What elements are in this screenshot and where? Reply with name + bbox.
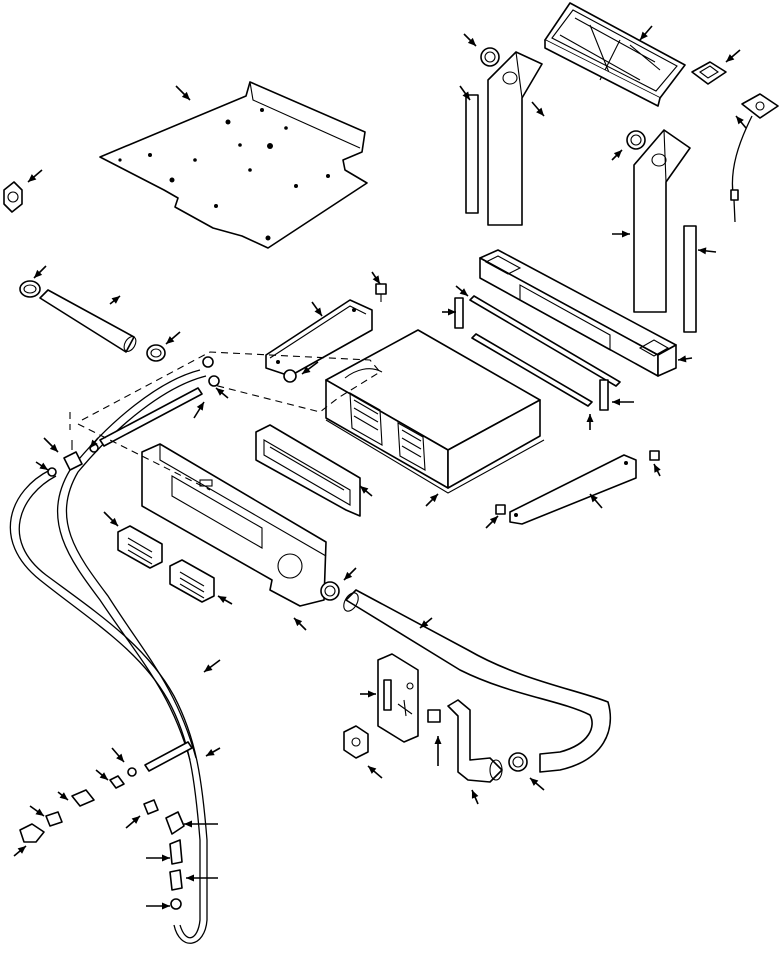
callout-arrow: [611, 149, 623, 161]
drain-tube-short: [144, 741, 193, 772]
routing-dashed-lines: [69, 351, 381, 491]
bracket-screw: [283, 369, 297, 383]
callout-arrow: [35, 461, 49, 471]
right-bracket-screw: [495, 450, 660, 515]
sensor-clip: [691, 61, 727, 85]
callout-arrow: [103, 511, 119, 527]
callout-arrow: [33, 265, 47, 279]
grille-left: [117, 525, 163, 569]
left-duct-seal-strip: [465, 94, 479, 214]
callout-arrow: [27, 169, 43, 183]
callout-arrow: [343, 567, 357, 581]
small-grommet-block: [427, 709, 441, 723]
callout-arrow: [529, 777, 545, 791]
right-duct-grommet: [626, 130, 646, 150]
callout-arrow: [442, 308, 456, 316]
upper-nut: [202, 356, 220, 387]
main-flex-duct: [343, 589, 612, 773]
switch-plate: [3, 181, 23, 213]
hose-clamp-outlet: [508, 752, 528, 772]
callout-arrow: [677, 355, 693, 363]
callout-arrow: [186, 874, 218, 882]
callout-arrow: [419, 617, 433, 629]
callout-arrow: [471, 789, 479, 805]
hose-clamp-duct: [320, 581, 340, 601]
callout-arrow: [589, 493, 603, 509]
callout-arrow: [293, 617, 307, 631]
drain-tube-mid: [99, 387, 203, 447]
callout-arrow: [463, 33, 477, 47]
callout-arrow: [612, 398, 634, 406]
callout-arrow: [146, 854, 170, 862]
callout-arrow: [434, 736, 442, 766]
drain-tube-second: [56, 369, 207, 761]
callout-arrow: [360, 690, 376, 698]
control-box: [325, 329, 545, 494]
plenum-end-seal: [454, 297, 609, 411]
callout-arrow: [653, 463, 661, 477]
fitting-stack: [19, 767, 185, 910]
tee-fitting-left: [47, 440, 99, 477]
callout-arrow: [165, 331, 181, 345]
left-vertical-duct: [487, 51, 543, 226]
callout-arrow: [43, 437, 59, 453]
air-filter: [544, 2, 686, 107]
plenum-gasket-long: [469, 295, 621, 407]
callout-arrow: [531, 101, 545, 117]
left-duct-grommet: [480, 47, 500, 67]
callout-arrow: [109, 295, 121, 305]
base-mounting-plate: [99, 81, 368, 249]
callout-arrow: [639, 25, 653, 41]
front-bezel: [255, 424, 361, 517]
callout-arrow: [485, 515, 499, 529]
callout-arrow: [215, 387, 229, 399]
hose-clamp-mid: [146, 344, 166, 362]
callout-arrow: [125, 815, 141, 829]
callout-arrow: [29, 805, 45, 817]
grille-right: [169, 559, 215, 603]
callout-arrow: [184, 820, 218, 828]
lower-support-bracket: [509, 454, 637, 525]
callout-arrow: [205, 747, 221, 757]
callout-arrows: [13, 25, 747, 910]
callout-arrow: [95, 769, 109, 781]
right-duct-seal-strip: [683, 225, 697, 333]
front-mounting-panel: [141, 443, 327, 607]
callout-arrow: [586, 414, 594, 430]
callout-arrow: [697, 247, 717, 255]
temperature-sensor: [730, 93, 779, 223]
callout-arrow: [89, 437, 99, 449]
right-vertical-duct: [633, 129, 691, 313]
hose-clamp-left: [19, 280, 41, 298]
callout-arrow: [359, 485, 373, 497]
control-plate: [377, 653, 419, 743]
callout-arrow: [193, 401, 205, 419]
callout-arrow: [612, 230, 630, 238]
callout-arrow: [57, 791, 69, 801]
upper-screw: [375, 283, 387, 302]
callout-arrow: [367, 765, 383, 779]
callout-arrow: [735, 115, 747, 129]
callout-arrow: [13, 845, 27, 857]
callout-arrow: [459, 85, 471, 101]
air-plenum: [479, 249, 677, 377]
callout-arrow: [146, 902, 170, 910]
short-duct-tube: [39, 289, 137, 353]
callout-arrow: [371, 271, 381, 285]
lower-switch-plate: [343, 725, 369, 759]
callout-arrow: [217, 595, 233, 605]
callout-arrow: [425, 493, 439, 507]
outlet-elbow: [447, 699, 503, 783]
callout-arrow: [111, 747, 125, 763]
upper-support-bracket: [265, 299, 373, 377]
callout-arrow: [301, 361, 319, 375]
callout-arrow: [455, 285, 469, 297]
callout-arrow: [311, 301, 323, 317]
callout-arrow: [175, 85, 191, 101]
callout-arrow: [203, 659, 221, 673]
callout-arrow: [725, 49, 741, 63]
